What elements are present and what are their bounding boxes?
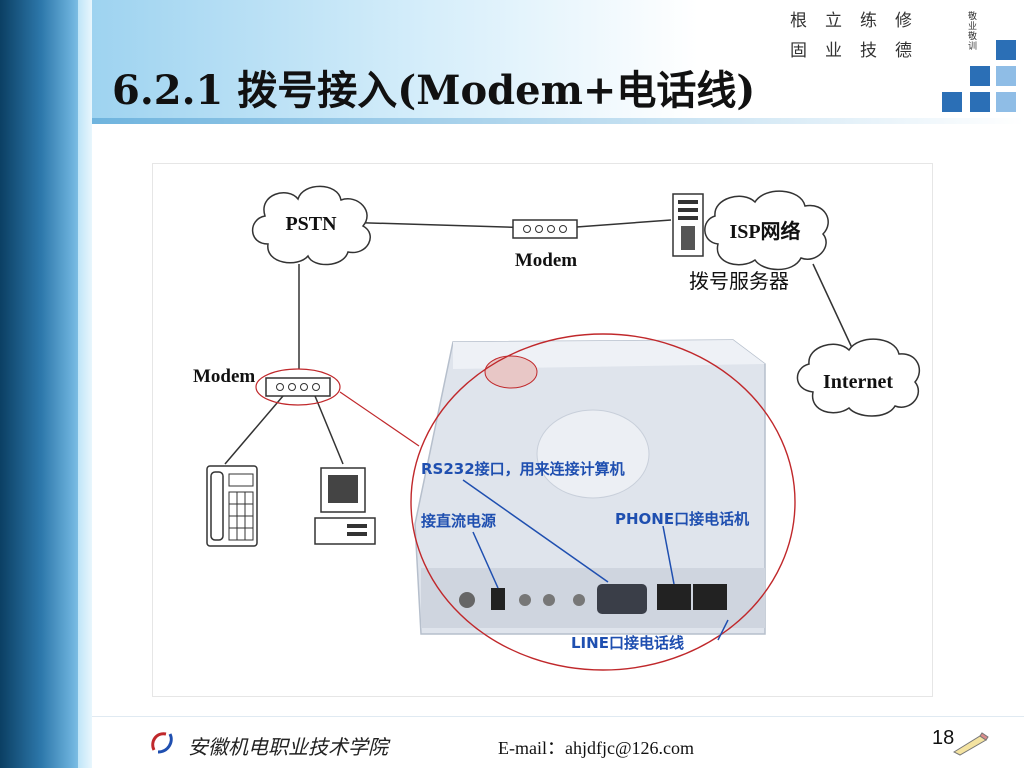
isp-label: ISP网络 (729, 219, 800, 243)
footer-bar (92, 716, 1024, 769)
motto-row-1: 根立练修 (790, 8, 940, 34)
modem-to-server-line (562, 219, 672, 229)
header-divider (92, 118, 1024, 124)
motto-char: 立 (825, 11, 860, 31)
pencil-icon (952, 732, 989, 756)
deco-square (970, 66, 990, 86)
dial-server-label: 拨号服务器 (689, 269, 789, 293)
motto-row-2: 固业技德 (790, 38, 940, 64)
left-modem-icon (265, 377, 331, 397)
rs232-callout-label: RS232接口，用来连接计算机 (421, 460, 625, 478)
motto-char: 根 (790, 11, 825, 31)
device-highlight-ellipse (410, 333, 796, 671)
motto-char: 固 (790, 41, 825, 61)
school-logo-icon (151, 732, 173, 754)
telephone-icon (206, 465, 258, 547)
deco-square (996, 92, 1016, 112)
deco-square (996, 66, 1016, 86)
modem-device-photo (414, 339, 766, 635)
school-name: 安徽机电职业技术学院 (188, 735, 388, 759)
computer-icon (314, 467, 376, 545)
dc-callout-line (472, 531, 499, 589)
top-modem-label: Modem (515, 250, 577, 271)
left-sidebar-band (0, 0, 92, 768)
motto-small-text: 敬业敬训 (968, 12, 978, 52)
modem-to-phone-line (224, 395, 284, 465)
phone-callout-label: PHONE口接电话机 (615, 510, 749, 528)
footer-email: E-mail：ahjdfjc@126.com (498, 738, 695, 758)
dial-server-icon (672, 193, 704, 257)
isp-cloud: ISP网络 (704, 190, 829, 271)
pstn-to-modem-line (337, 221, 539, 229)
network-diagram-panel: PSTN Modem 拨号服务器 ISP网络 Internet (152, 163, 933, 697)
motto-char: 修 (895, 11, 930, 31)
dc-power-callout-label: 接直流电源 (421, 512, 496, 530)
pstn-label: PSTN (285, 213, 337, 235)
header-band (92, 0, 1024, 118)
motto-char: 业 (825, 41, 860, 61)
rs232-callout-line (462, 479, 609, 583)
deco-square (942, 92, 962, 112)
motto-char: 练 (860, 11, 895, 31)
left-modem-label: Modem (193, 366, 255, 387)
motto-char: 德 (895, 41, 930, 61)
line-callout-line (717, 619, 729, 641)
motto-char: 技 (860, 41, 895, 61)
modem-to-computer-line (314, 395, 344, 465)
left-modem-highlight (255, 368, 341, 406)
internet-label: Internet (823, 371, 893, 393)
pstn-cloud: PSTN (251, 185, 371, 266)
internet-cloud: Internet (796, 338, 920, 417)
page-number: 18 (932, 727, 955, 749)
top-modem-icon (512, 219, 578, 239)
line-callout-label: LINE口接电话线 (571, 634, 684, 652)
phone-callout-line (662, 525, 675, 585)
deco-square (996, 40, 1016, 60)
isp-to-internet-line (812, 263, 854, 351)
callout-pointer (339, 391, 420, 447)
deco-square (970, 92, 990, 112)
network-diagram: PSTN Modem 拨号服务器 ISP网络 Internet (193, 185, 920, 671)
slide-title: 6.2.1 拨号接入(Modem+电话线) (112, 67, 756, 114)
sidebar-highlight-stripe (78, 0, 92, 768)
